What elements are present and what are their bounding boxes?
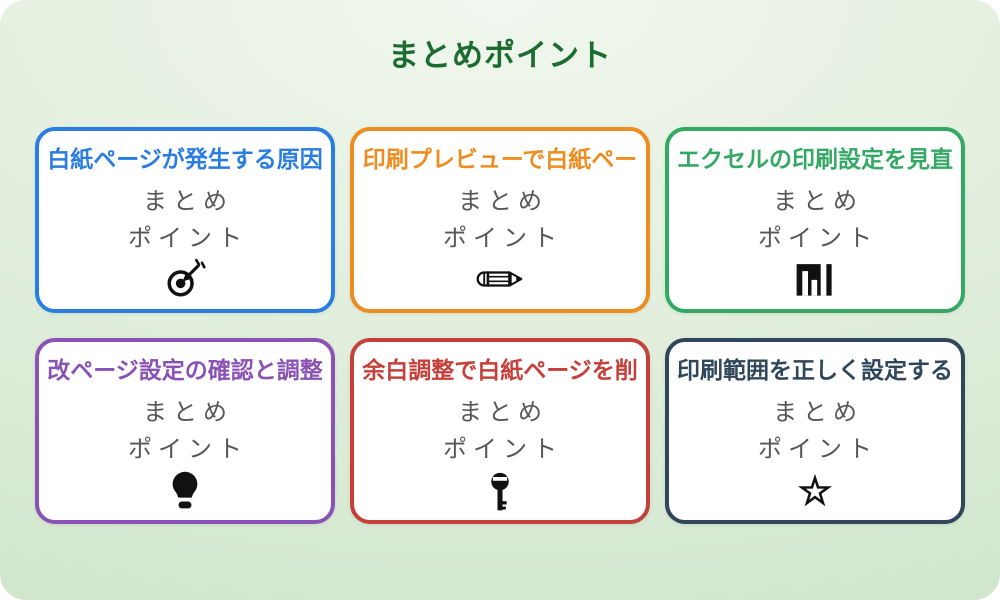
key-icon	[480, 469, 520, 515]
summary-label-line2: ポイント	[443, 436, 563, 463]
summary-label-line2: ポイント	[443, 225, 563, 252]
summary-label: まとめ ポイント	[122, 394, 248, 468]
summary-label-line2: ポイント	[758, 436, 878, 463]
card-page-break-settings: 改ページ設定の確認と調整 まとめ ポイント	[35, 338, 335, 524]
card-margin-adjustment: 余白調整で白紙ページを削 まとめ ポイント	[350, 338, 650, 524]
card-title: 余白調整で白紙ページを削	[362, 357, 638, 383]
summary-label: まとめ ポイント	[437, 394, 563, 468]
summary-label-line1: まとめ	[143, 399, 233, 426]
lightbulb-icon	[163, 469, 207, 513]
summary-label: まとめ ポイント	[437, 183, 563, 257]
star-icon	[798, 469, 832, 510]
summary-label-line2: ポイント	[128, 436, 248, 463]
summary-label-line1: まとめ	[773, 188, 863, 215]
card-print-preview: 印刷プレビューで白紙ペー まとめ ポイント	[350, 127, 650, 313]
pencil-icon	[474, 258, 526, 299]
target-dart-icon	[164, 258, 206, 300]
summary-label-line2: ポイント	[128, 225, 248, 252]
summary-label-line1: まとめ	[143, 188, 233, 215]
card-title: 改ページ設定の確認と調整	[47, 357, 323, 383]
summary-label-line1: まとめ	[458, 188, 548, 215]
summary-label-line2: ポイント	[758, 225, 878, 252]
summary-label: まとめ ポイント	[752, 183, 878, 257]
page-title: まとめポイント	[388, 38, 612, 73]
cards-grid: 白紙ページが発生する原因 まとめ ポイント 印刷プレビューで白紙ペー	[0, 127, 1000, 524]
summary-label-line1: まとめ	[458, 399, 548, 426]
card-title: エクセルの印刷設定を見直	[677, 146, 953, 172]
card-title: 印刷プレビューで白紙ペー	[362, 146, 638, 172]
bar-chart-icon	[794, 258, 836, 300]
card-title: 印刷範囲を正しく設定する	[677, 357, 953, 383]
card-blank-page-causes: 白紙ページが発生する原因 まとめ ポイント	[35, 127, 335, 313]
summary-label: まとめ ポイント	[752, 394, 878, 468]
summary-label-line1: まとめ	[773, 399, 863, 426]
card-title: 白紙ページが発生する原因	[47, 146, 323, 172]
card-excel-print-settings: エクセルの印刷設定を見直 まとめ ポイント	[665, 127, 965, 313]
card-print-range: 印刷範囲を正しく設定する まとめ ポイント	[665, 338, 965, 524]
summary-label: まとめ ポイント	[122, 183, 248, 257]
